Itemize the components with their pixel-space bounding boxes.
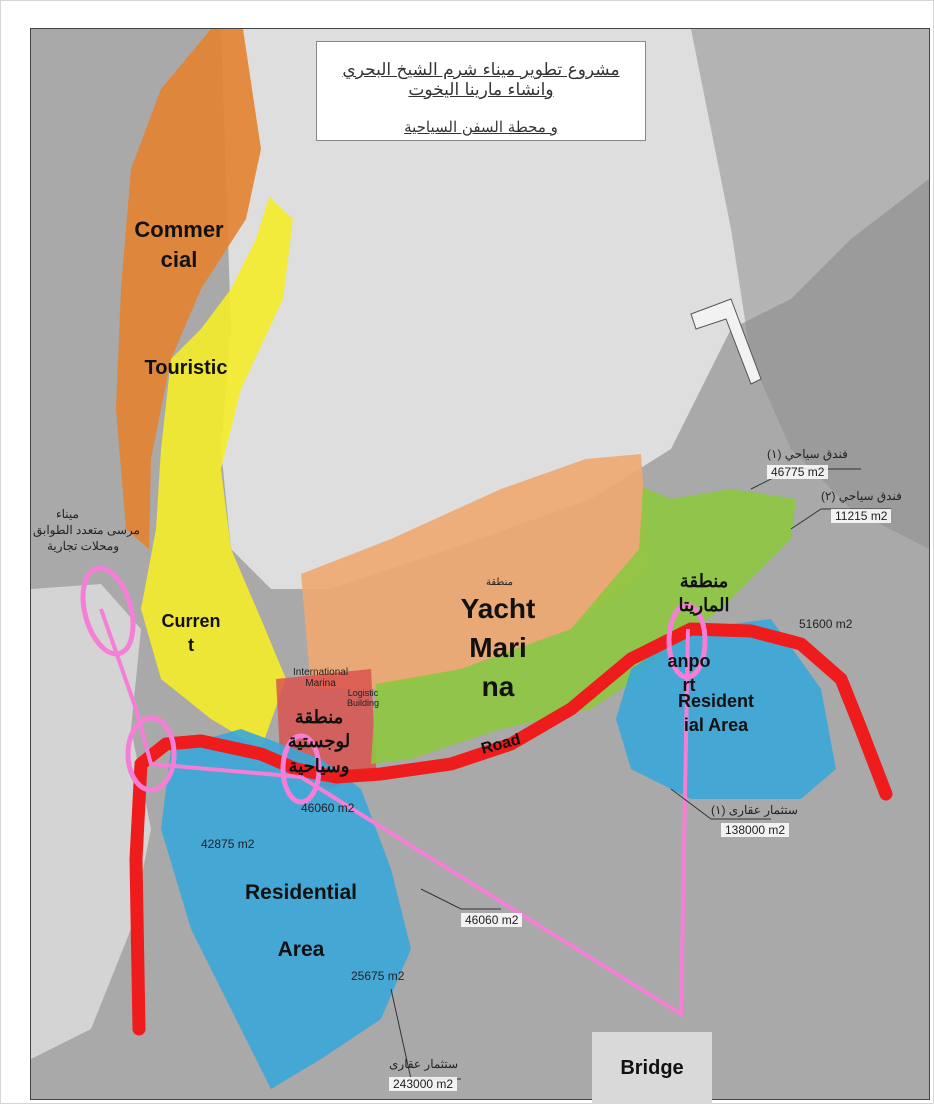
label-residential-west: Residential Area — [244, 881, 358, 961]
residential-west-zone — [161, 729, 411, 1089]
port-line2: مرسى متعدد الطوابق — [33, 523, 140, 537]
commercial-zone — [116, 29, 261, 549]
label-yacht-marina: Yacht Mari na — [460, 593, 536, 703]
bridge-node-center — [280, 733, 322, 805]
mountain-terrain — [691, 29, 929, 549]
invest2-name: ستثمار عقارى — [389, 1057, 459, 1071]
invest2-area: 243000 m2 — [389, 1077, 458, 1091]
label-residential-east: Resident ial Area — [677, 691, 755, 736]
manteqa-label: منطقة — [486, 577, 513, 588]
international-marina-label: International Marina — [293, 667, 349, 689]
map-title-line1: مشروع تطوير ميناء شرم الشيخ البحري وانشا… — [342, 60, 620, 100]
label-current: Curren t — [161, 611, 221, 656]
hotel2-name: فندق سياحي (٢) — [821, 489, 902, 503]
hotel1-area: 46775 m2 — [767, 465, 829, 479]
port-line1: ميناء — [56, 507, 79, 521]
west-area4: 25675 m2 — [351, 969, 405, 983]
bridge-node-west — [125, 715, 177, 793]
green-zone — [371, 487, 796, 764]
main-road — [129, 622, 893, 1036]
hotel2-area: 11215 m2 — [831, 509, 892, 523]
bridge-node-east — [666, 602, 708, 680]
label-airport: anpo rt — [667, 651, 711, 696]
west-area1: 46060 m2 — [301, 801, 355, 815]
master-plan-map: مشروع تطوير ميناء شرم الشيخ البحري وانشا… — [30, 28, 930, 1100]
label-touristic: Touristic — [144, 357, 228, 379]
label-arabic-logistics: منطقة لوجستية وسياحية — [287, 707, 351, 776]
map-title-line2: و محطة السفن السياحية — [404, 118, 558, 136]
bridge-node-port — [80, 565, 136, 657]
map-drawing — [31, 29, 929, 1099]
hotel1-name: فندق سياحي (١) — [767, 447, 848, 461]
label-commercial: Commer cial — [134, 217, 224, 272]
leader-invest1 — [670, 788, 771, 820]
label-arabic-marina: منطقة الماريتا — [678, 571, 730, 616]
yacht-marina-zone — [301, 454, 649, 689]
west-area2: 46060 m2 — [461, 913, 523, 927]
logistic-building-label: Logistic Building — [347, 688, 380, 708]
pier — [690, 298, 762, 385]
west-area3: 42875 m2 — [201, 837, 255, 851]
invest1-name: ستثمار عقارى (١) — [711, 803, 798, 817]
bridge-label: Bridge — [592, 1032, 712, 1104]
touristic-zone — [141, 197, 293, 749]
bridge-link-west — [99, 608, 302, 779]
invest1-area: 138000 m2 — [721, 823, 790, 837]
sea-west — [31, 584, 151, 1059]
port-line3: ومحلات تجارية — [47, 539, 120, 553]
map-title-box: مشروع تطوير ميناء شرم الشيخ البحري وانشا… — [316, 41, 646, 141]
bridge-link-east — [299, 628, 690, 1018]
leader-west — [420, 888, 501, 910]
east-area: 51600 m2 — [799, 617, 853, 631]
